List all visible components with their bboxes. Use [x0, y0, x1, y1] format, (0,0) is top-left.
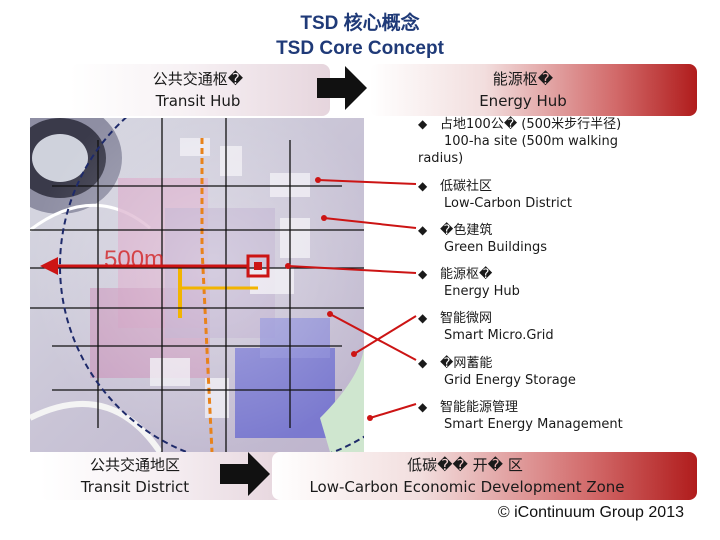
bullet-text-en: Green Buildings — [444, 240, 548, 255]
radius-label: 500m — [104, 246, 165, 273]
diamond-bullet-icon: ◆ — [418, 223, 428, 237]
list-item: ◆ 智能微网 Smart Micro.Grid — [418, 310, 554, 344]
list-item: ◆ �色建筑 Green Buildings — [418, 222, 547, 256]
transit-hub-label-cn: 公共交通枢� — [152, 70, 244, 88]
copyright: © iContinuum Group 2013 — [497, 504, 684, 521]
pointer-lines — [285, 177, 417, 421]
list-item: ◆ 低碳社区 Low-Carbon District — [418, 178, 572, 212]
energy-hub-label-cn: 能源枢� — [492, 70, 554, 88]
energy-hub-label-en: Energy Hub — [479, 92, 567, 110]
bullet-text-en: Energy Hub — [444, 284, 520, 299]
bullet-text-cn: 智能能源管理 — [440, 400, 519, 415]
bullet-text-en-cont: radius) — [418, 151, 464, 166]
bullet-text-cn: 能源枢� — [440, 267, 493, 282]
bullet-text-en: Low-Carbon District — [444, 196, 572, 211]
diamond-bullet-icon: ◆ — [418, 117, 428, 131]
bullet-text-cn: 智能微网 — [440, 311, 493, 326]
low-carbon-zone-label-en: Low-Carbon Economic Development Zone — [309, 478, 625, 496]
energy-hub-banner — [370, 64, 697, 116]
list-item: ◆ �网蓄能 Grid Energy Storage — [418, 355, 576, 389]
diamond-bullet-icon: ◆ — [418, 179, 428, 193]
bullet-text-cn: �色建筑 — [440, 223, 493, 238]
diamond-bullet-icon: ◆ — [418, 311, 428, 325]
diamond-bullet-icon: ◆ — [418, 267, 428, 281]
title-chinese: TSD 核心概念 — [300, 13, 420, 34]
transit-district-label-cn: 公共交通地区 — [89, 456, 180, 474]
low-carbon-zone-label-cn: 低碳�� 开� 区 — [407, 456, 523, 474]
bullet-text-en: Smart Micro.Grid — [444, 328, 554, 343]
right-arrow-icon — [317, 66, 367, 110]
bullet-text-en: Smart Energy Management — [444, 417, 623, 432]
right-arrow-icon — [220, 452, 270, 496]
bullet-text-cn: �网蓄能 — [440, 356, 493, 371]
bullet-text-en: Grid Energy Storage — [444, 373, 576, 388]
transit-district-label-en: Transit District — [80, 478, 190, 496]
list-item: ◆ 智能能源管理 Smart Energy Management — [418, 399, 623, 433]
list-item: ◆ 占地100公� (500米步行半径) 100-ha site (500m wa… — [418, 116, 688, 167]
low-carbon-zone-banner — [272, 452, 697, 500]
bullet-text-cn: 占地100公� (500米步行半径) — [440, 117, 622, 132]
list-item: ◆ 能源枢� Energy Hub — [418, 266, 520, 300]
bullet-text-cn: 低碳社区 — [440, 179, 493, 194]
site-map — [30, 118, 364, 452]
title-english: TSD Core Concept — [276, 38, 444, 59]
transit-hub-banner — [70, 64, 330, 116]
transit-hub-label-en: Transit Hub — [155, 92, 241, 110]
bullet-text-en: 100-ha site (500m walking — [444, 134, 618, 149]
diamond-bullet-icon: ◆ — [418, 400, 428, 414]
diamond-bullet-icon: ◆ — [418, 356, 428, 370]
